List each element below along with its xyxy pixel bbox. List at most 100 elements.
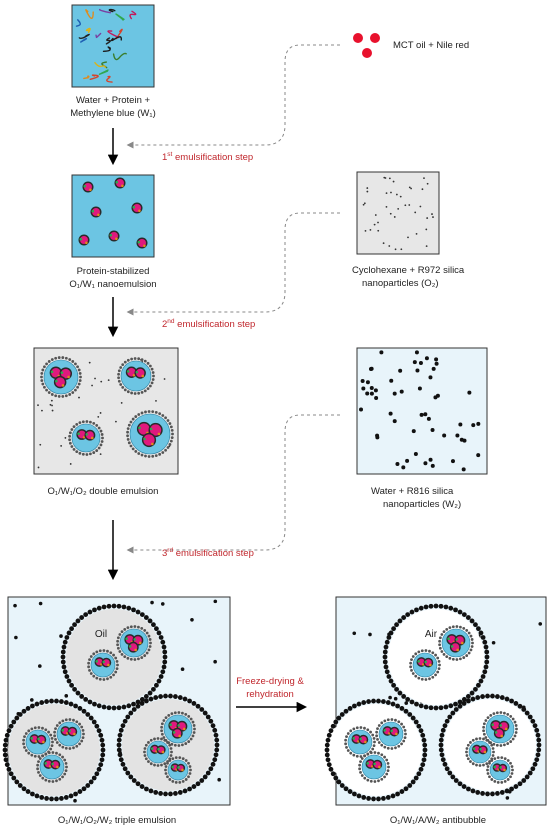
mct-oil-droplets [353,33,380,58]
protein-dot [125,637,128,641]
w2-silica-particle [404,701,409,705]
silica-ring-particle [116,643,119,647]
w2-silica-particle [147,690,153,696]
w2-silica-particle [532,723,538,729]
silica-ring-particle [143,747,147,750]
silica-ring-particle [120,652,124,656]
w2-silica-particle [428,603,434,609]
silica-ring-particle [169,439,173,443]
w2-silica-particle [182,696,188,702]
silica-ring-particle [75,422,79,426]
silica-ring-particle [409,665,413,669]
w2-silica-particle [325,757,331,763]
protein-dot [115,237,118,241]
silica-ring-particle [47,751,51,755]
silica-ring-particle [131,447,135,451]
silica-ring-particle [64,718,68,722]
w2-silica-particle [399,706,405,711]
silica-ring-particle [488,761,491,765]
silica-nanoparticle [368,366,373,371]
w2-silica-particle [162,649,168,655]
silica-ring-particle [148,638,152,641]
silica-nanoparticle [434,361,439,366]
w2-silica-particle [158,791,163,796]
silica-ring-particle [71,360,75,363]
silica-ring-particle [72,447,76,451]
silica-ring-particle [470,638,474,641]
silica-ring-particle [482,763,485,767]
silica-ring-particle [511,768,514,772]
protein-dot [30,737,34,740]
silica-ring-particle [61,356,65,359]
protein-dot [73,732,76,736]
w2-silica-particle [407,712,413,717]
silica-ring-particle [126,430,129,434]
silica-ring-particle [184,742,188,745]
silica-ring-particle [143,389,147,393]
w2-silica-particle [394,622,399,628]
protein-dot [132,373,136,377]
w2-silica-particle [61,644,67,650]
silica-ring-particle [177,744,181,747]
silica-ring-particle [80,739,84,743]
silica-ring-particle [68,747,72,750]
nanoemulsion-droplets [78,177,148,249]
protein-dot [60,371,64,374]
silica-ring-particle [484,719,488,722]
w2-silica-particle [126,605,132,611]
w2-silica-particle [106,705,112,711]
silica-ring-particle [123,627,127,631]
silica-ring-particle [97,426,101,430]
w2-silica-particle [94,771,100,777]
w2-silica-particle [135,609,141,615]
w2-silica-particle [527,770,533,776]
w2-silica-particle [368,632,372,637]
w2-silica-particle [483,644,489,650]
silica-nanoparticle [374,396,379,401]
w2-silica-particle [153,695,159,700]
silica-ring-particle [410,658,413,662]
silica-nanoparticle [442,433,447,438]
w2-silica-particle [3,757,9,763]
silica-ring-particle [76,365,79,369]
silica-ring-particle [27,729,31,733]
w2-silica-particle [457,781,463,787]
silica-ring-particle [355,754,359,758]
silica-ring-particle [431,675,435,679]
protein-strand [95,32,102,39]
dashed-connector-2 [126,212,340,316]
silica-ring-particle [41,776,45,780]
w2-silica-particle [66,630,72,636]
silica-ring-particle [158,452,162,456]
silica-ring-particle [72,425,76,429]
silica-ring-particle [88,668,91,672]
w2-silica-particle [21,786,27,792]
w2-silica-particle [153,790,159,795]
silica-ring-particle [145,631,149,635]
silica-ring-particle [68,393,72,396]
silica-ring-particle [390,747,394,750]
w2-silica-particle [158,674,164,679]
silica-ring-particle [380,743,384,747]
silica-nanoparticle [388,245,391,247]
w2-silica-particle [418,766,424,772]
w2-silica-particle [450,710,456,716]
w2-silica-particle [49,698,54,704]
w2-silica-particle [390,701,396,707]
w2-silica-particle [505,796,510,800]
silica-nanoparticle [369,386,374,391]
silica-ring-particle [192,731,196,734]
silica-ring-particle [181,711,184,715]
w2-silica-particle [422,747,428,753]
protein-dot [137,240,141,244]
protein-dot [456,648,459,652]
silica-ring-particle [386,746,390,750]
w2-silica-particle [513,784,519,789]
silica-ring-particle [137,452,141,455]
silica-ring-particle [397,744,401,748]
silica-ring-particle [482,732,486,736]
silica-ring-particle [88,658,91,662]
w2-silica-particle [330,723,336,729]
silica-ring-particle [377,751,380,755]
w2-silica-particle [2,752,8,758]
